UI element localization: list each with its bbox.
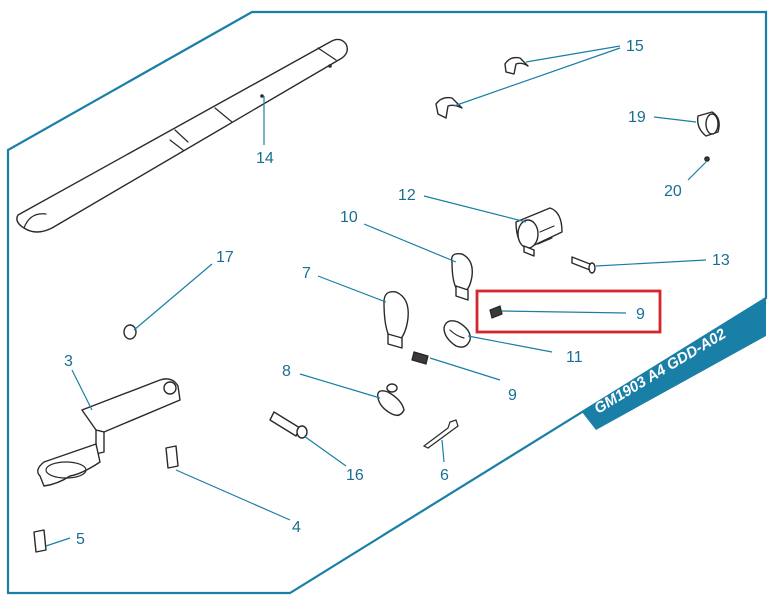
- callout-9-highlighted: 9: [636, 306, 645, 323]
- screw-5-icon: [33, 529, 47, 553]
- callout-17: 17: [216, 249, 234, 266]
- barrel-band-icon: [451, 252, 473, 301]
- spring-clip-icon: [422, 419, 459, 449]
- callout-5: 5: [76, 531, 85, 548]
- handguard-clip-icon: [435, 56, 529, 119]
- callout-6: 6: [440, 467, 449, 484]
- leader-lines: [45, 45, 707, 547]
- highlight-box: [475, 289, 662, 334]
- small-pin-icon: [704, 156, 710, 162]
- callout-10: 10: [340, 209, 358, 226]
- small-screw-icon: [411, 351, 429, 365]
- callout-16: 16: [346, 467, 364, 484]
- callout-13: 13: [712, 252, 730, 269]
- band-screw-icon: [571, 256, 596, 274]
- trigger-guard-magazine-icon: [37, 378, 181, 487]
- sling-swivel-icon: [443, 320, 471, 348]
- callout-20: 20: [664, 183, 682, 200]
- callout-8: 8: [282, 363, 291, 380]
- sleeve-ring-icon: [696, 111, 720, 137]
- nut-icon: [123, 324, 137, 340]
- callout-9: 9: [508, 387, 517, 404]
- model-code-banner: GM1903 A4 GDD-A02: [582, 298, 766, 430]
- screw-4-icon: [165, 445, 179, 469]
- guard-screw-icon: [269, 411, 308, 439]
- barrel-handguard-icon: [16, 38, 349, 233]
- callout-11: 11: [566, 349, 583, 366]
- callout-14: 14: [256, 150, 274, 167]
- callout-7: 7: [302, 265, 311, 282]
- lower-band-icon: [383, 291, 409, 349]
- sling-swivel-rear-icon: [377, 383, 405, 417]
- callout-12: 12: [398, 187, 416, 204]
- callout-3: 3: [64, 353, 73, 370]
- callout-4: 4: [292, 519, 301, 536]
- diagram-frame: [6, 10, 768, 595]
- small-screw-highlighted-icon: [489, 305, 503, 319]
- barrel-band-upper-icon: [515, 207, 563, 257]
- callout-15: 15: [626, 38, 644, 55]
- model-code-text: GM1903 A4 GDD-A02: [591, 325, 729, 417]
- callout-19: 19: [628, 109, 646, 126]
